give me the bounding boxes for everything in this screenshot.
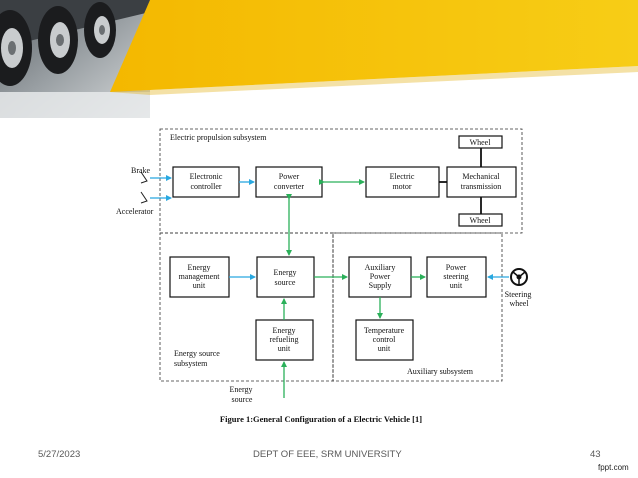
- svg-text:Wheel: Wheel: [470, 138, 492, 147]
- steering-wheel-label: Steering wheel: [505, 290, 534, 308]
- steering-wheel-icon: [510, 268, 528, 286]
- accelerator-label: Accelerator: [116, 207, 154, 216]
- ev-configuration-diagram: Electric propulsion subsystem Energy sou…: [116, 128, 534, 424]
- fppt-watermark: fppt.com: [598, 463, 629, 472]
- yellow-stripe: [110, 0, 638, 92]
- blue-signal-arrows: [150, 175, 509, 280]
- auxiliary-subsystem-label: Auxiliary subsystem: [407, 367, 474, 376]
- green-power-arrows: [281, 179, 426, 398]
- propulsion-subsystem-label: Electric propulsion subsystem: [170, 133, 267, 142]
- svg-text:Wheel: Wheel: [470, 216, 492, 225]
- wheel-top-block: Wheel: [458, 135, 503, 149]
- header-banner: [0, 0, 638, 118]
- energy-subsystem-label: Energy source subsystem: [174, 349, 222, 368]
- accelerator-pedal-icon: [140, 191, 148, 204]
- figure-caption: Figure 1:General Configuration of a Elec…: [220, 414, 422, 424]
- energy-source-input-label: Energy source: [230, 385, 255, 404]
- footer-page-number: 43: [590, 449, 601, 460]
- wheel-bottom-block: Wheel: [458, 213, 503, 227]
- footer-department: DEPT OF EEE, SRM UNIVERSITY: [253, 449, 402, 460]
- mechanical-links: [439, 148, 482, 214]
- auxiliary-subsystem-outline: [332, 232, 503, 382]
- footer-date: 5/27/2023: [38, 449, 81, 460]
- brake-label: Brake: [131, 166, 151, 175]
- brake-pedal-icon: [140, 171, 148, 184]
